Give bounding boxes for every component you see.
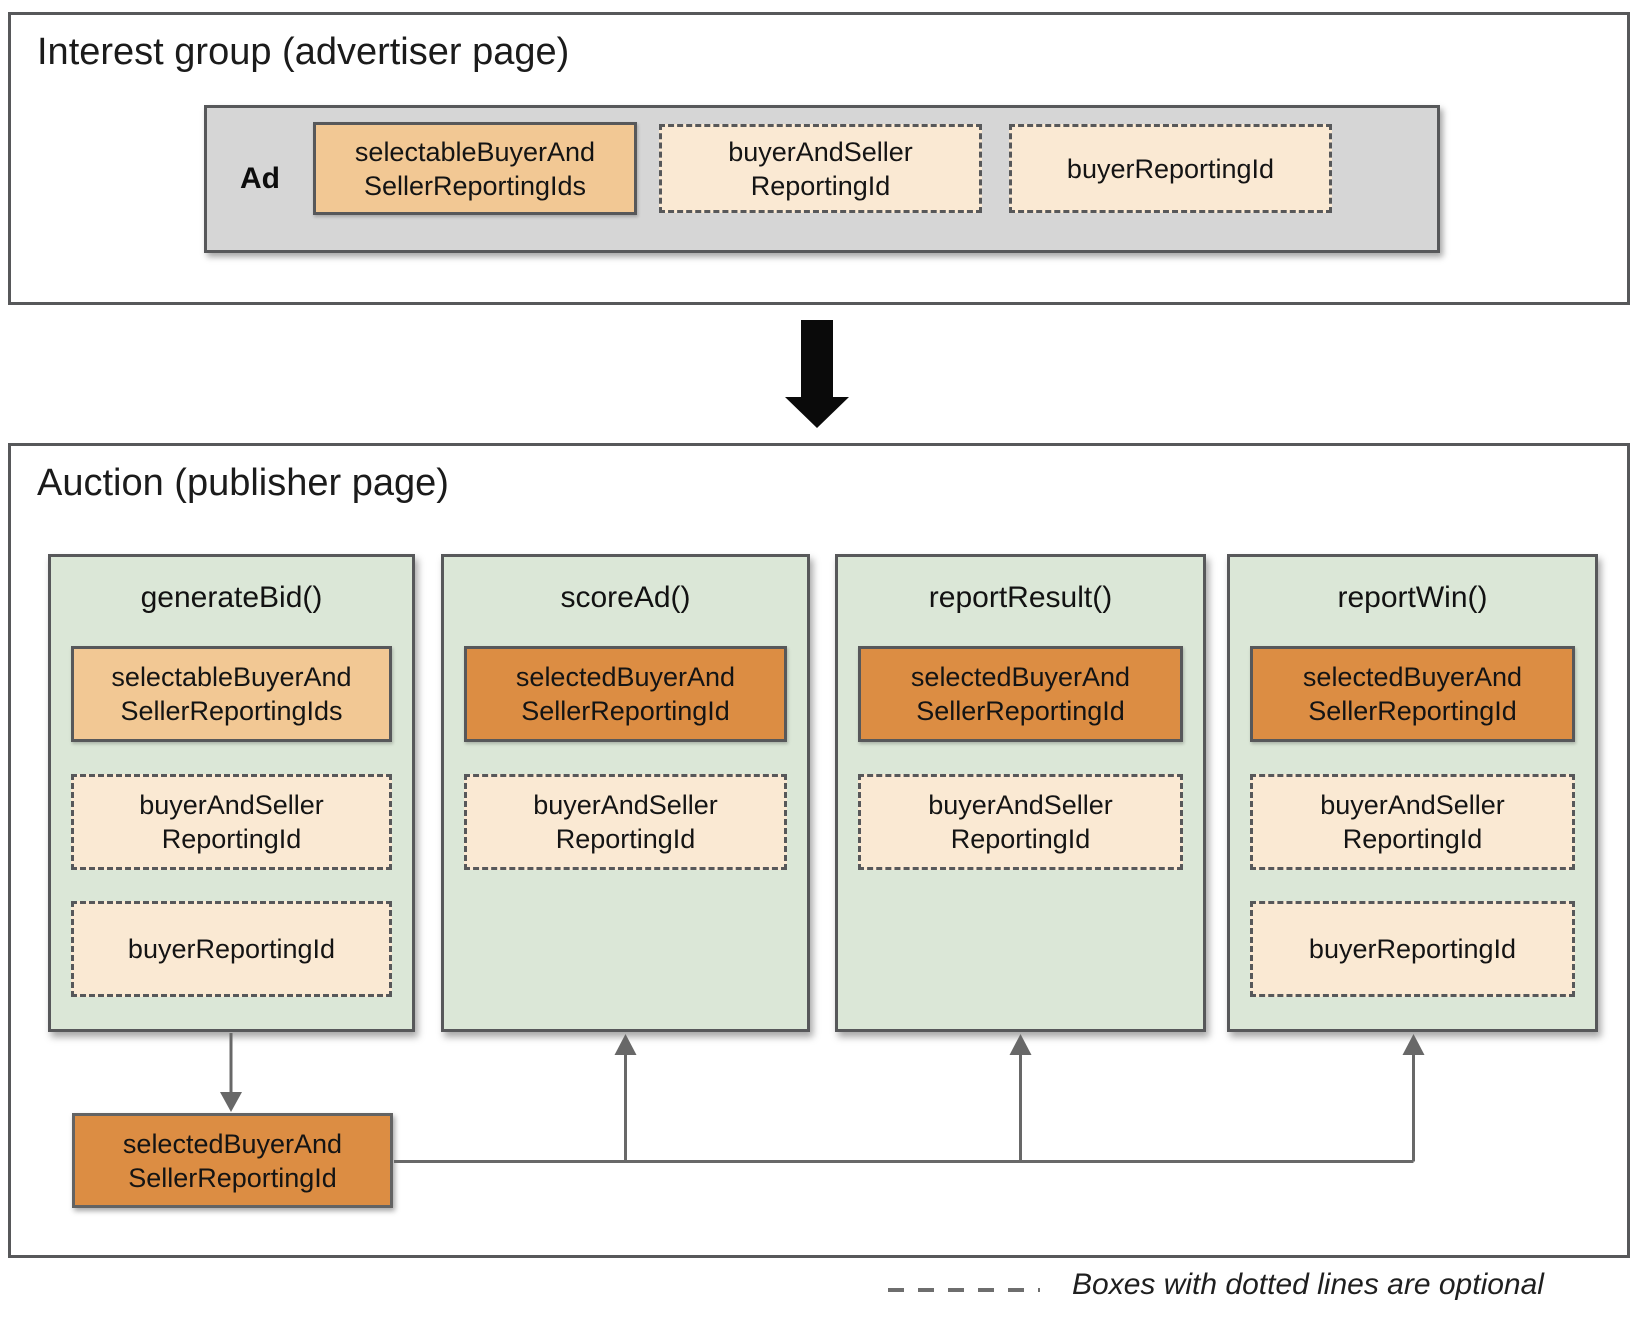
label-line: selectedBuyerAnd [122,1128,343,1159]
label-line: SellerReportingId [916,696,1125,726]
panel-title: generateBid() [140,581,323,614]
item-buyer-reporting-id: buyerReportingId [1250,901,1575,997]
ad-container: Ad selectableBuyerAnd SellerReportingIds… [204,105,1440,253]
label-line: buyerReportingId [1308,934,1517,964]
item-selectable-buyer-and-seller-reporting-ids: selectableBuyerAnd SellerReportingIds [71,646,392,742]
ad-label: Ad [240,162,280,195]
label-line: ReportingId [750,170,891,201]
item-selected-buyer-and-seller-reporting-id: selectedBuyerAnd SellerReportingId [464,646,787,742]
ad-box-buyer-and-seller-reporting-id: buyerAndSeller ReportingId [659,124,982,213]
label-line: selectedBuyerAnd [910,662,1131,692]
label-line: buyerAndSeller [928,790,1113,820]
panel-report-win: reportWin() selectedBuyerAnd SellerRepor… [1227,554,1598,1032]
panel-report-result: reportResult() selectedBuyerAnd SellerRe… [835,554,1206,1032]
label-line: selectableBuyerAnd [354,136,596,167]
item-selected-buyer-and-seller-reporting-id: selectedBuyerAnd SellerReportingId [858,646,1183,742]
panel-title: reportWin() [1337,581,1488,614]
label-line: ReportingId [161,824,302,854]
auction-title: Auction (publisher page) [37,462,449,504]
ad-box-buyer-reporting-id: buyerReportingId [1009,124,1332,213]
arrow-down-icon [785,397,849,428]
selected-output-box: selectedBuyerAnd SellerReportingId [72,1113,393,1208]
legend-label: Boxes with dotted lines are optional [1072,1268,1544,1301]
auction-section: Auction (publisher page) generateBid() s… [8,443,1630,1258]
item-buyer-and-seller-reporting-id: buyerAndSeller ReportingId [71,774,392,870]
label-line: buyerAndSeller [1320,790,1505,820]
item-buyer-reporting-id: buyerReportingId [71,901,392,997]
label-line: buyerAndSeller [533,790,718,820]
interest-group-title: Interest group (advertiser page) [37,31,570,73]
label-line: SellerReportingId [521,696,730,726]
label-line: SellerReportingId [1308,696,1517,726]
label-line: SellerReportingId [128,1162,337,1193]
panel-score-ad: scoreAd() selectedBuyerAnd SellerReporti… [441,554,810,1032]
item-buyer-and-seller-reporting-id: buyerAndSeller ReportingId [858,774,1183,870]
label-line: SellerReportingIds [363,170,587,201]
label-line: buyerReportingId [1066,153,1275,184]
legend-dashed-line [888,1288,1040,1292]
label-line: buyerReportingId [127,934,336,964]
item-selected-buyer-and-seller-reporting-id: selectedBuyerAnd SellerReportingId [1250,646,1575,742]
item-buyer-and-seller-reporting-id: buyerAndSeller ReportingId [464,774,787,870]
label-line: SellerReportingIds [120,696,343,726]
label-line: buyerAndSeller [728,136,913,167]
panel-title: scoreAd() [560,581,691,614]
item-buyer-and-seller-reporting-id: buyerAndSeller ReportingId [1250,774,1575,870]
panel-title: reportResult() [928,581,1113,614]
label-line: buyerAndSeller [139,790,324,820]
arrow-down-icon [801,320,833,398]
label-line: ReportingId [950,824,1091,854]
ad-box-selectable-buyer-and-seller-reporting-ids: selectableBuyerAnd SellerReportingIds [313,122,637,215]
interest-group-section: Interest group (advertiser page) Ad sele… [8,12,1630,305]
label-line: selectedBuyerAnd [515,662,736,692]
label-line: selectableBuyerAnd [111,662,352,692]
label-line: selectedBuyerAnd [1302,662,1523,692]
label-line: ReportingId [555,824,696,854]
label-line: ReportingId [1342,824,1483,854]
panel-generate-bid: generateBid() selectableBuyerAnd SellerR… [48,554,415,1032]
